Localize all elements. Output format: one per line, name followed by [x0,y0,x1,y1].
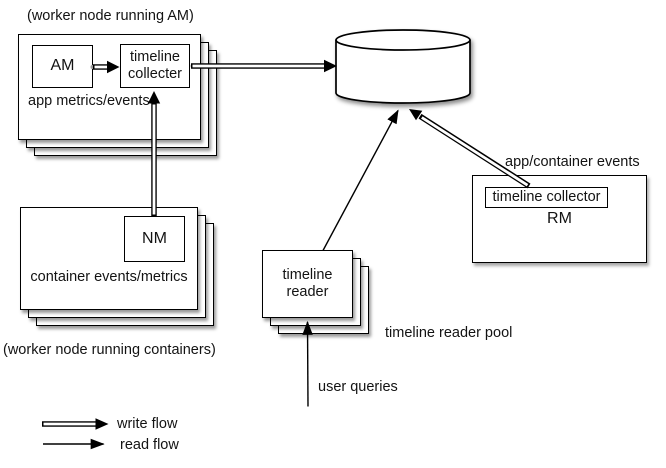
legend-read-label: read flow [120,437,179,453]
read-arrow-user-queries [302,320,313,407]
legend-write-label: write flow [117,416,178,432]
worker-am-caption: (worker node running AM) [27,8,194,24]
timeline-collector-am-box: timeline collecter [120,44,190,88]
nm-box: NM [124,216,185,262]
rm-collector-box: timeline collector [485,187,608,208]
container-metrics-label: container events/metrics [30,269,188,285]
read-arrow-reader-to-storage [322,109,399,251]
worker-containers-caption: (worker node running containers) [3,342,216,358]
app-metrics-label: app metrics/events [28,93,150,109]
am-label: AM [50,57,75,75]
legend-write-arrow [42,418,109,430]
reader-box: timeline reader [262,250,353,318]
app-container-events-label: app/container events [505,154,640,170]
user-queries-caption: user queries [318,379,398,395]
nm-label: NM [142,229,167,247]
am-box: AM [32,45,93,88]
reader-label: timeline reader [282,266,333,300]
storage-label: Storage [376,63,430,80]
reader-pool-caption: timeline reader pool [385,325,513,341]
rm-collector-label: timeline collector [492,189,601,206]
rm-label: RM [547,210,572,227]
timeline-collector-am-label: timeline collecter [128,49,182,82]
